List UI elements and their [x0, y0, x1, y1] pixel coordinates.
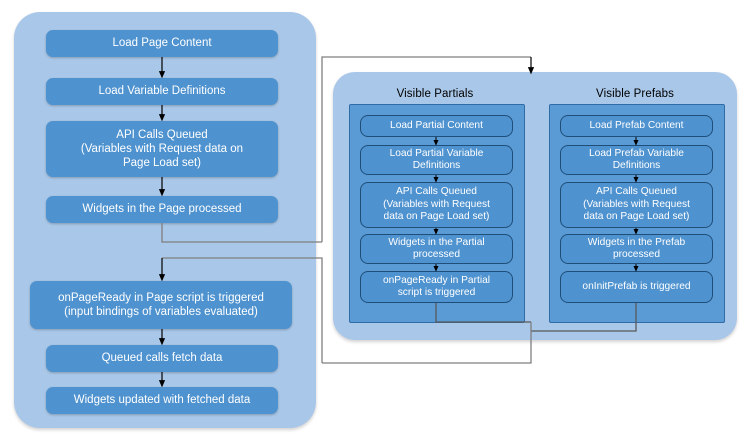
process-box-load-prefab-content[interactable]: Load Prefab Content: [560, 115, 713, 137]
process-box-api-calls-queued[interactable]: API Calls Queued(Variables with Request …: [46, 121, 278, 177]
process-box-oninitprefab-triggered[interactable]: onInitPrefab is triggered: [560, 271, 713, 303]
process-box-load-page-content[interactable]: Load Page Content: [46, 30, 278, 57]
process-box-queued-calls-fetch-data[interactable]: Queued calls fetch data: [46, 345, 278, 372]
process-box-widgets-in-page-processed[interactable]: Widgets in the Page processed: [46, 196, 278, 223]
process-box-onpageready-page-script[interactable]: onPageReady in Page script is triggered(…: [30, 281, 292, 329]
visible-prefabs-title: Visible Prefabs: [596, 88, 674, 100]
process-box-load-variable-definitions[interactable]: Load Variable Definitions: [46, 78, 278, 105]
process-box-widgets-updated-with-fetched-data[interactable]: Widgets updated with fetched data: [46, 387, 278, 414]
process-box-load-partial-content[interactable]: Load Partial Content: [360, 115, 513, 137]
visible-partials-title: Visible Partials: [396, 88, 474, 100]
